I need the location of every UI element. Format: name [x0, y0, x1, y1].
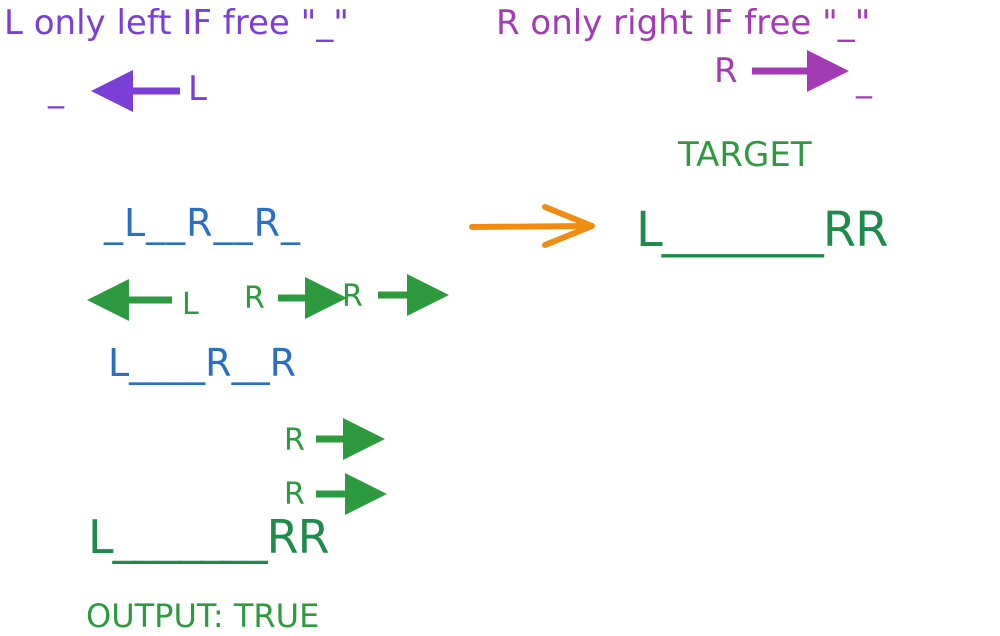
- intermediate-string: L____R__R: [108, 341, 296, 385]
- output-label: OUTPUT: TRUE: [86, 597, 320, 635]
- target-string: L_______RR: [636, 202, 888, 258]
- left-demo-blank: _: [48, 71, 64, 109]
- step2-move-r-a: R: [284, 423, 305, 458]
- right-demo-blank: _: [856, 61, 872, 99]
- target-label: TARGET: [678, 135, 812, 175]
- right-rule-text: R only right IF free "_": [496, 3, 871, 43]
- transform-arrow-icon: [469, 204, 595, 248]
- left-demo-piece: L: [188, 69, 207, 109]
- step2-move-r-b: R: [284, 477, 305, 512]
- right-demo-piece: R: [714, 51, 738, 91]
- step1-move-r1: R: [244, 281, 265, 316]
- step1-move-r2: R: [342, 279, 363, 314]
- start-string: _L__R__R_: [104, 201, 301, 245]
- left-rule-text: L only left IF free "_": [4, 3, 349, 43]
- step1-move-l: L: [182, 287, 199, 322]
- result-string: L_______RR: [88, 510, 330, 564]
